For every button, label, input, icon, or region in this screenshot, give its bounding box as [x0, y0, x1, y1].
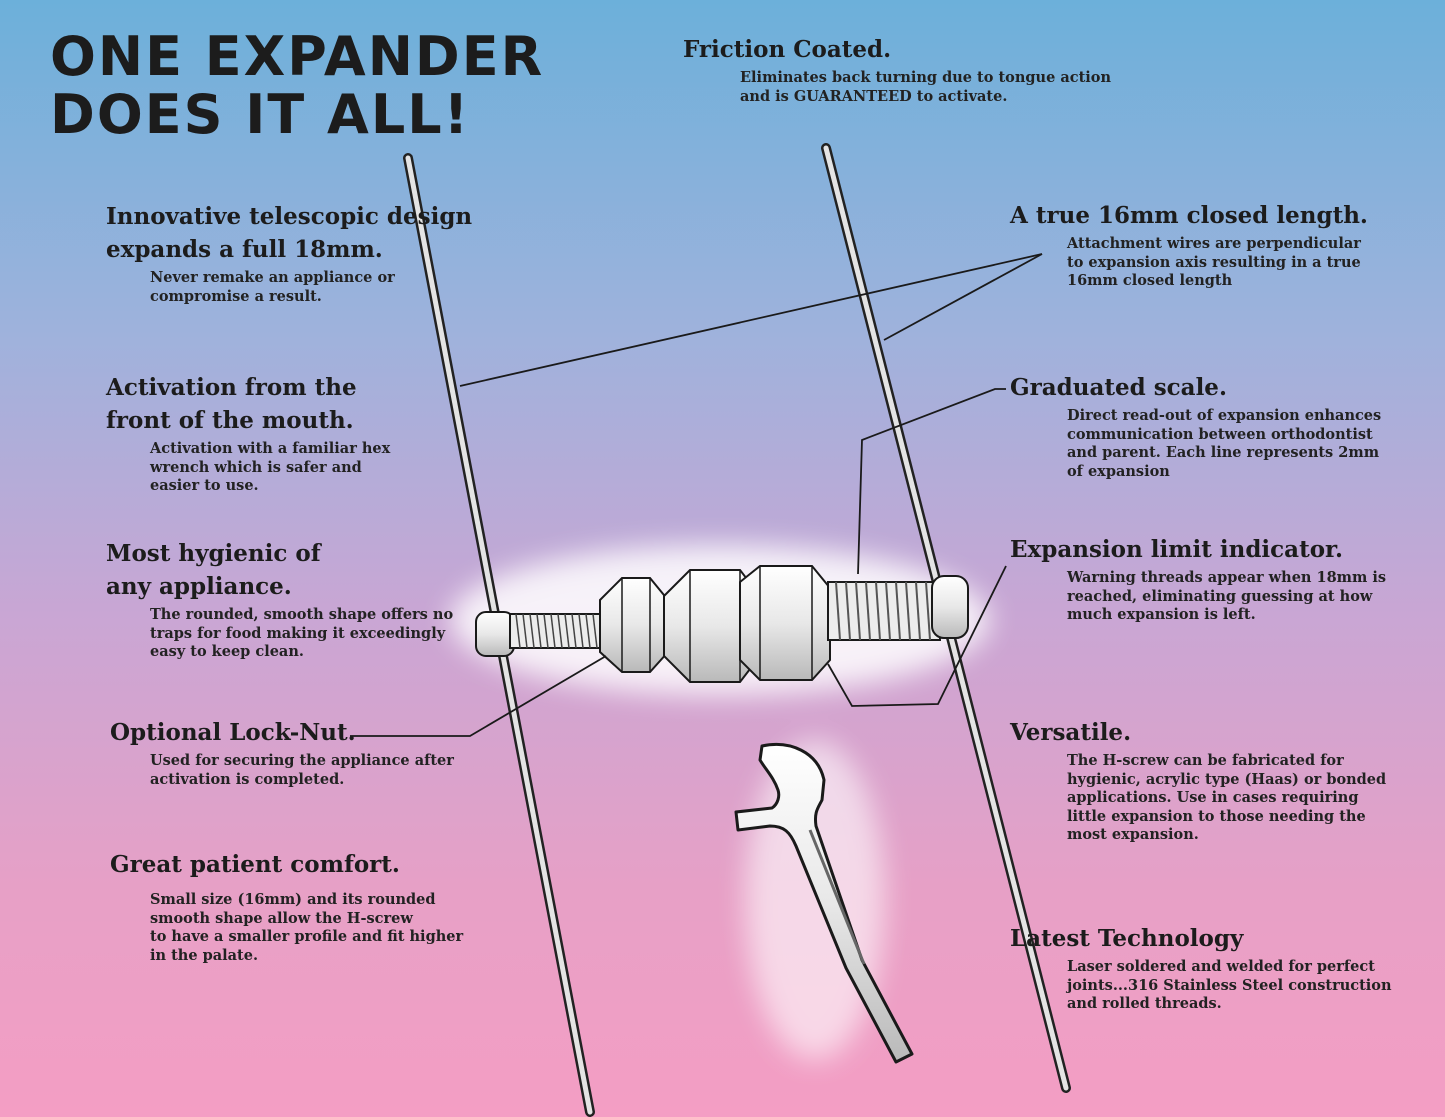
feature-heading: Friction Coated. — [683, 36, 892, 63]
feature-closed-length: A true 16mm closed length. Attachment wi… — [1010, 199, 1382, 291]
feature-technology: Latest Technology Laser soldered and wel… — [1010, 922, 1397, 1014]
feature-hygienic: Most hygienic of any appliance. The roun… — [106, 537, 460, 662]
hex-wrench — [734, 743, 914, 1064]
feature-body: Used for securing the appliance after ac… — [150, 752, 454, 788]
feature-versatile: Versatile. The H-screw can be fabricated… — [1010, 716, 1392, 845]
feature-activation: Activation from the front of the mouth. … — [106, 371, 400, 496]
body-line: to have a smaller profile and fit higher — [150, 928, 464, 945]
heading-line: Activation from the — [106, 374, 357, 401]
lock-nut — [599, 577, 669, 673]
callout-limit — [827, 565, 1007, 707]
body-line: Eliminates back turning due to tongue ac… — [740, 69, 1111, 86]
feature-heading: A true 16mm closed length. — [1010, 202, 1368, 229]
feature-heading: Great patient comfort. — [110, 851, 400, 878]
heading-line: expands a full 18mm. — [106, 236, 383, 263]
body-line: Small size (16mm) and its rounded — [150, 891, 436, 908]
feature-body: The H-screw can be fabricated for hygien… — [1067, 752, 1387, 843]
feature-body: Attachment wires are perpendicular to ex… — [1067, 235, 1361, 289]
page-title: ONE EXPANDER DOES IT ALL! — [50, 28, 544, 144]
feature-heading: Latest Technology — [1010, 925, 1244, 952]
feature-body: Direct read-out of expansion enhances co… — [1067, 407, 1382, 480]
heading-line: Innovative telescopic design — [106, 203, 473, 230]
body-line: smooth shape allow the H-screw — [150, 909, 413, 927]
callout-scale — [857, 388, 1006, 575]
feature-heading: Innovative telescopic design expands a f… — [106, 200, 480, 266]
feature-scale: Graduated scale. Direct read-out of expa… — [1010, 371, 1387, 481]
heading-line: front of the mouth. — [106, 407, 354, 434]
title-line-2: DOES IT ALL! — [50, 83, 471, 146]
feature-body: Activation with a familiar hex wrench wh… — [150, 440, 391, 494]
feature-heading: Expansion limit indicator. — [1010, 536, 1344, 563]
callout-locknut — [350, 655, 607, 737]
feature-heading: Optional Lock-Nut. — [110, 719, 356, 746]
feature-friction: Friction Coated. Eliminates back turning… — [683, 33, 1140, 106]
feature-body: Warning threads appear when 18mm is reac… — [1067, 569, 1387, 623]
callout-lines — [350, 253, 1043, 737]
feature-heading: Versatile. — [1010, 719, 1132, 746]
feature-heading: Graduated scale. — [1010, 374, 1227, 401]
right-threads — [835, 581, 931, 641]
feature-body: Small size (16mm) and its rounded smooth… — [150, 891, 480, 965]
feature-locknut: Optional Lock-Nut. Used for securing the… — [110, 716, 460, 789]
feature-body: The rounded, smooth shape offers no trap… — [150, 606, 454, 660]
callout-closed-length — [459, 253, 1043, 387]
feature-telescopic: Innovative telescopic design expands a f… — [106, 200, 480, 306]
title-line-1: ONE EXPANDER — [50, 25, 545, 88]
callout-closed-length-right — [883, 253, 1043, 341]
feature-heading: Activation from the front of the mouth. — [106, 371, 400, 437]
feature-body: Never remake an appliance or compromise … — [150, 269, 395, 305]
feature-limit: Expansion limit indicator. Warning threa… — [1010, 533, 1392, 625]
feature-body: Eliminates back turning due to tongue ac… — [740, 69, 1140, 106]
expansion-screw — [475, 565, 969, 683]
feature-body: Laser soldered and welded for perfect jo… — [1067, 958, 1392, 1012]
feature-heading: Most hygienic of any appliance. — [106, 537, 460, 603]
heading-line: Most hygienic of — [106, 540, 321, 567]
body-line: in the palate. — [150, 946, 259, 964]
body-line: and is GUARANTEED to activate. — [740, 87, 1008, 105]
feature-comfort: Great patient comfort. Small size (16mm)… — [110, 848, 480, 965]
heading-line: any appliance. — [106, 573, 292, 600]
left-threads — [515, 613, 605, 649]
